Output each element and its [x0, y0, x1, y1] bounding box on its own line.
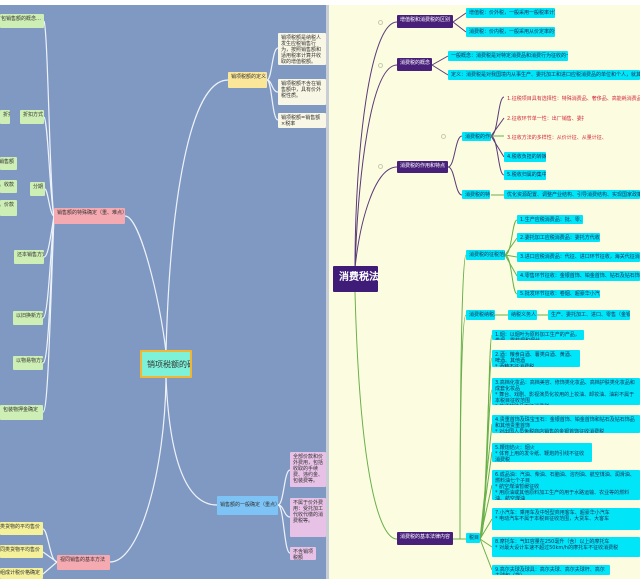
collapse-toggle-icon[interactable] [441, 134, 446, 139]
general-determination-node[interactable]: 销售额的一般确定（重点） [217, 496, 278, 515]
features-node[interactable]: 消费税的作用和特点 [397, 161, 448, 173]
tax-item[interactable]: 7.小汽车：乘用车及中轻型商用客车、超豪华小汽车 * 电动汽车不属于本税目征收范… [492, 508, 640, 530]
feature-item[interactable]: 优化资源配置、调整产业结构、引导消费结构、实现国家政策调节收入分配 [504, 190, 640, 199]
role-item[interactable]: 4.税收负担的转嫁性 [504, 152, 546, 162]
scope-item[interactable]: 1.生产应税消费品：批、零、销售货物 [517, 215, 583, 224]
scope-item[interactable]: 5.批发环节征收：卷烟、超豪华小汽车 [517, 290, 600, 298]
role-item[interactable]: 5.税收归属的集中性 [504, 170, 546, 180]
deemed-item[interactable]: 按其他纳税人最近时期同类货物平均售价 [0, 545, 43, 558]
general-item[interactable]: 不属于价外费用：受托加工代收代缴的消费税等。 [290, 498, 326, 537]
taxpayer-desc[interactable]: 生产、委托加工、进口、零售（金银、钻石） [548, 310, 630, 320]
special-item[interactable]: 还本销售方式 [14, 250, 44, 264]
feature-node[interactable]: 消费税的特点 [462, 190, 490, 199]
special-item[interactable]: 价款。 [0, 200, 17, 216]
special-item[interactable]: 销售额。 [0, 157, 17, 170]
definition-item[interactable]: 销项税额不含在销售额中，具有价外税性质。 [278, 79, 326, 105]
collapse-toggle-icon[interactable] [378, 164, 383, 169]
tax-item[interactable]: 9.高尔夫球及球具：高尔夫球、高尔夫球杆、高尔夫球包（袋） [492, 565, 610, 575]
general-item[interactable]: 不含销项税额 [290, 547, 316, 560]
deemed-sales-node[interactable]: 视同销售的基本方法 [57, 555, 110, 570]
scope-node[interactable]: 消费税的征税范围 [466, 250, 505, 260]
diff-item[interactable]: 增值税：价外税，一般采用一般税率计算方式 [466, 8, 555, 18]
tax-item[interactable]: 8.摩托车：气缸容量在250毫升（含）以上的摩托车 * 对最大设计车速不超过50… [492, 537, 640, 557]
deemed-item[interactable]: 按组成计税价格确定 [0, 568, 43, 579]
special-item[interactable]: 折扣 [0, 110, 10, 124]
role-item[interactable]: 1.征税项目具有选择性：特殊消费品、奢侈品、高能耗消费品、不可再生资源 [507, 96, 640, 102]
definition-node[interactable]: 销项税额的定义 [228, 72, 267, 88]
scope-item[interactable]: 4.零售环节征收：金银首饰、铂金首饰、钻石及钻石饰品 [517, 271, 640, 281]
concept-item[interactable]: 定义：消费税是对我国境内从事生产、委托加工和进口应税消费品的单位和个人，就其销售… [448, 70, 640, 80]
special-item[interactable]: 收款。 [0, 180, 17, 193]
tax-item[interactable]: 6.成品油：汽油、柴油、石脑油、溶剂油、航空煤油、润滑油、燃料油七个子目 * 航… [492, 470, 640, 500]
scope-item[interactable]: 2.委托加工应税消费品：委托方代收代缴 [517, 233, 600, 242]
center-node[interactable]: 销项税额的确定 [140, 350, 192, 378]
collapse-toggle-icon[interactable] [378, 20, 383, 25]
special-item[interactable]: …了包销售额的概念。 [0, 14, 44, 28]
taxpayer-sub-node[interactable]: 纳税义务人 [508, 310, 537, 320]
tax-item[interactable]: 2.酒：粮食白酒、薯类白酒、黄酒、啤酒、其他酒 * 酒精不征消费税 [492, 350, 580, 367]
taxpayer-node[interactable]: 消费税纳税人 [466, 310, 495, 320]
special-determination-node[interactable]: 销售额的特殊确定（重、难点） [54, 208, 125, 224]
diff-item[interactable]: 消费税：价内税，一般采用从价定率的计算方式 [466, 27, 555, 37]
definition-item[interactable]: 销项税额是纳税人发生应税销售行为，按照销售额和适用税率计算并收取的增值税额。 [278, 33, 326, 65]
panel-divider[interactable] [326, 5, 329, 579]
role-item[interactable]: 2.征收环节单一性：出厂销售、委托进口 [507, 116, 584, 122]
special-item[interactable]: 折扣方式 [20, 110, 44, 124]
tax-item[interactable]: 4.贵重首饰及珠宝玉石：金银首饰、铂金首饰和钻石及钻石饰品和其他贵重首饰 * 对… [492, 415, 640, 433]
root-node[interactable]: 消费税法 [333, 266, 378, 292]
deemed-item[interactable]: 按纳税人最近时期同类货物的平均售价 [0, 522, 43, 535]
definition-item[interactable]: 销项税额=销售额×税率 [278, 113, 326, 128]
diff-node[interactable]: 增值税和消费税的区别 [397, 15, 453, 28]
role-item[interactable]: 3.征收方法的多样性：从价计征、从量计征、复合计征 [507, 135, 604, 141]
scope-item[interactable]: 3.进口应税消费品：代征、进口环节征收，海关代征消费税 [517, 252, 640, 262]
concept-node[interactable]: 消费税的概念 [397, 58, 432, 71]
tax-item[interactable]: 5.鞭炮焰火：烟火 * 体育上用的发令纸、鞭炮药引线不征收消费税 [492, 443, 592, 462]
special-item[interactable]: 以旧换新方式 [13, 311, 43, 325]
tax-item[interactable]: 1.烟：以烟叶为原料加工生产的产品，卷烟、雪茄烟和烟丝 [492, 330, 584, 340]
collapse-toggle-icon[interactable] [378, 63, 383, 68]
role-node[interactable]: 消费税的作用 [462, 132, 491, 141]
special-item[interactable]: 包装物押金确定 [0, 405, 43, 420]
general-item[interactable]: 全部价款和价外费用，包括收取的手续费、违约金、包装费等。 [290, 452, 326, 487]
special-item[interactable]: 以物易物方式 [13, 356, 43, 370]
basic-content-node[interactable]: 消费税的基本法律内容 [397, 532, 453, 545]
tax-item[interactable]: 3.高档化妆品：高档美容、修饰类化妆品、高档护肤类化妆品和成套化妆品 * 舞台、… [492, 378, 640, 405]
special-item[interactable]: 分期 [30, 182, 45, 196]
concept-item[interactable]: 一般概念：消费税是对特定消费品和消费行为征收的一种税。 [448, 51, 568, 61]
tax-items-node[interactable]: 税目 [466, 533, 480, 543]
